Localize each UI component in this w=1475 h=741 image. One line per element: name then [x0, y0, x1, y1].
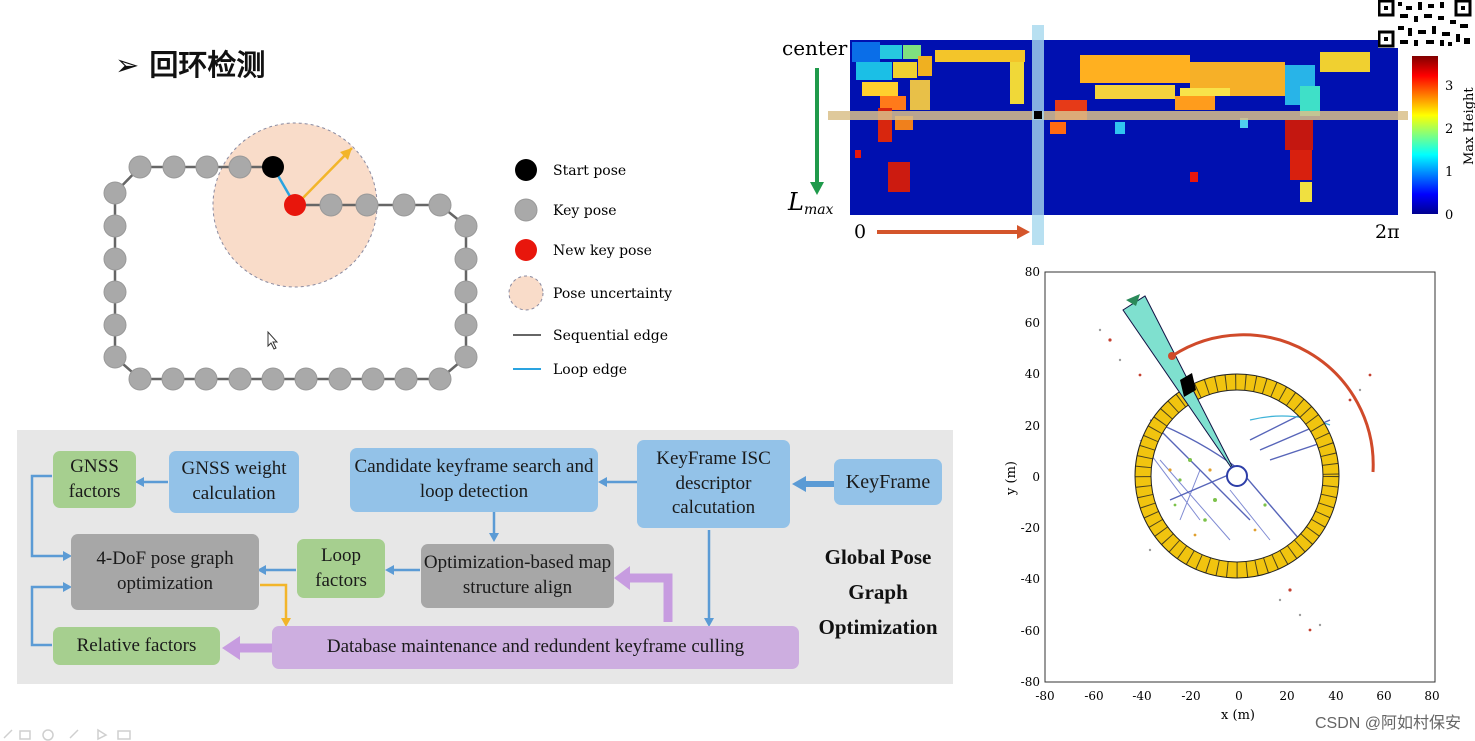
isc-descriptor-box: KeyFrame ISC descriptor calcutation [637, 440, 790, 528]
colorbar-tick: 2 [1445, 122, 1453, 137]
legend-loop-label: Loop edge [553, 362, 627, 378]
legend-new-label: New key pose [553, 243, 652, 259]
legend-sequential-label: Sequential edge [553, 328, 668, 344]
relative-factors-box: Relative factors [53, 627, 220, 665]
rotation-arc [1171, 333, 1375, 473]
legend-key-label: Key pose [553, 203, 617, 219]
legend-key-icon [514, 198, 538, 222]
cursor-icon [267, 330, 279, 350]
x-end-label: 2π [1375, 221, 1400, 243]
uncertainty-radius-arrow [297, 147, 353, 204]
x-start-label: 0 [854, 221, 866, 243]
slideshow-toolbar[interactable] [0, 726, 140, 741]
pen-icon [3, 729, 13, 739]
sensor-origin [1226, 465, 1248, 487]
heatmap-column-highlight [1032, 25, 1044, 245]
y-tick: 40 [1025, 367, 1040, 381]
y-tick: 80 [1025, 265, 1040, 279]
selected-sector-cell [1180, 373, 1196, 397]
x-axis-label: x (m) [1221, 708, 1255, 722]
gnss-weight-box: GNSS weight calculation [169, 451, 299, 513]
colorbar-tick: 3 [1445, 79, 1453, 94]
down-arrow-icon [810, 182, 824, 195]
y-tick: -20 [1021, 521, 1040, 535]
x-tick: 40 [1328, 689, 1343, 703]
legend-uncertainty-label: Pose uncertainty [553, 286, 672, 302]
colorbar-tick: 1 [1445, 165, 1453, 180]
sequential-edges [113, 165, 468, 381]
y-axis-label: y (m) [1004, 461, 1019, 496]
x-tick: -80 [1035, 689, 1054, 703]
x-tick: 20 [1279, 689, 1294, 703]
x-tick: -20 [1181, 689, 1200, 703]
pencil-icon [69, 729, 79, 739]
legend-start-label: Start pose [553, 163, 626, 179]
y-tick: 20 [1025, 419, 1040, 433]
scan-context-heatmap: center Lmax 0 2π 3 2 1 0 Max Height [782, 25, 1475, 245]
heatmap-cells [852, 42, 1370, 202]
global-pose-graph-title: Global Pose Graph Optimization [818, 545, 938, 639]
new-key-pose-node [284, 194, 306, 216]
colorbar-tick: 0 [1445, 208, 1453, 223]
lidar-scan-plot: -80 -60 -40 -20 0 20 40 60 80 80 60 40 2… [1004, 265, 1440, 722]
colorbar-label: Max Height [1462, 87, 1475, 165]
legend-uncertainty-icon [508, 275, 544, 311]
window-icon [117, 730, 131, 740]
qr-code-icon [1378, 0, 1472, 48]
keyframe-box: KeyFrame [834, 459, 942, 505]
heatmap-row-highlight [828, 111, 1408, 120]
y-tick: -80 [1021, 675, 1040, 689]
x-tick: 80 [1424, 689, 1439, 703]
y-tick: 0 [1032, 470, 1040, 484]
y-tick: 60 [1025, 316, 1040, 330]
loop-factors-box: Loop factors [297, 539, 385, 598]
legend-start-icon [515, 159, 537, 181]
database-maintenance-box: Database maintenance and redundent keyfr… [272, 626, 799, 669]
y-tick: -40 [1021, 572, 1040, 586]
lmax-label: Lmax [787, 188, 834, 218]
center-label: center [782, 36, 848, 60]
gnss-factors-box: GNSS factors [53, 451, 136, 508]
screen-icon [19, 730, 31, 740]
legend-new-icon [515, 239, 537, 261]
key-poses [103, 155, 478, 391]
play-icon [97, 728, 108, 741]
y-tick: -60 [1021, 624, 1040, 638]
start-pose-node [262, 156, 284, 178]
x-tick: 60 [1376, 689, 1391, 703]
colorbar [1412, 56, 1438, 214]
circle-icon [42, 729, 54, 741]
pose-graph-diagram: Start pose Key pose New key pose Pose un… [103, 122, 672, 391]
watermark: CSDN @阿如村保安 [1314, 715, 1461, 732]
pose-graph-box: 4-DoF pose graph optimization [71, 534, 259, 610]
x-tick: 0 [1235, 689, 1243, 703]
slide-title: ➢ 回环检测 [115, 48, 266, 82]
x-tick: -60 [1084, 689, 1103, 703]
candidate-search-box: Candidate keyframe search and loop detec… [350, 448, 598, 512]
optimization-align-box: Optimization-based map structure align [421, 544, 614, 608]
flowchart-arrows [30, 474, 835, 660]
right-arrow-icon [1017, 225, 1030, 239]
x-tick: -40 [1132, 689, 1151, 703]
